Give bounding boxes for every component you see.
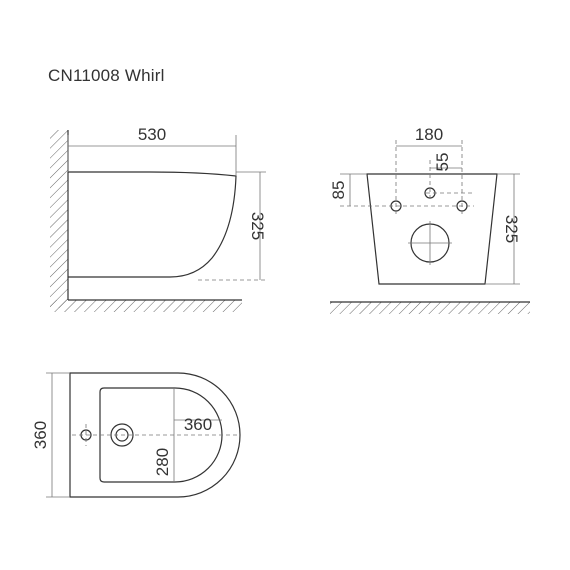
wall-hatch [50,130,68,308]
bowl-top-inner [99,387,223,483]
dim-label-360-vertical: 360 [31,421,50,449]
floor-hatch-front [330,302,530,314]
dim-label-360-horizontal: 360 [184,415,212,434]
bowl-top-outline [69,372,241,498]
floor-hatch [50,300,242,312]
dim-label-55: 55 [433,153,452,172]
dim-label-325-side: 325 [248,212,267,240]
model-title: CN11008 Whirl [48,66,165,85]
dim-label-530: 530 [138,125,166,144]
top-view: 360 360 280 [31,372,241,498]
dim-label-325-front: 325 [502,215,521,243]
dim-label-280: 280 [153,448,172,476]
bowl-front-outline [366,173,498,285]
dim-label-85: 85 [329,181,348,200]
front-view: 180 55 85 325 [329,125,530,314]
bowl-profile [68,171,237,278]
dim-label-180: 180 [415,125,443,144]
side-view: 530 325 [50,125,267,312]
